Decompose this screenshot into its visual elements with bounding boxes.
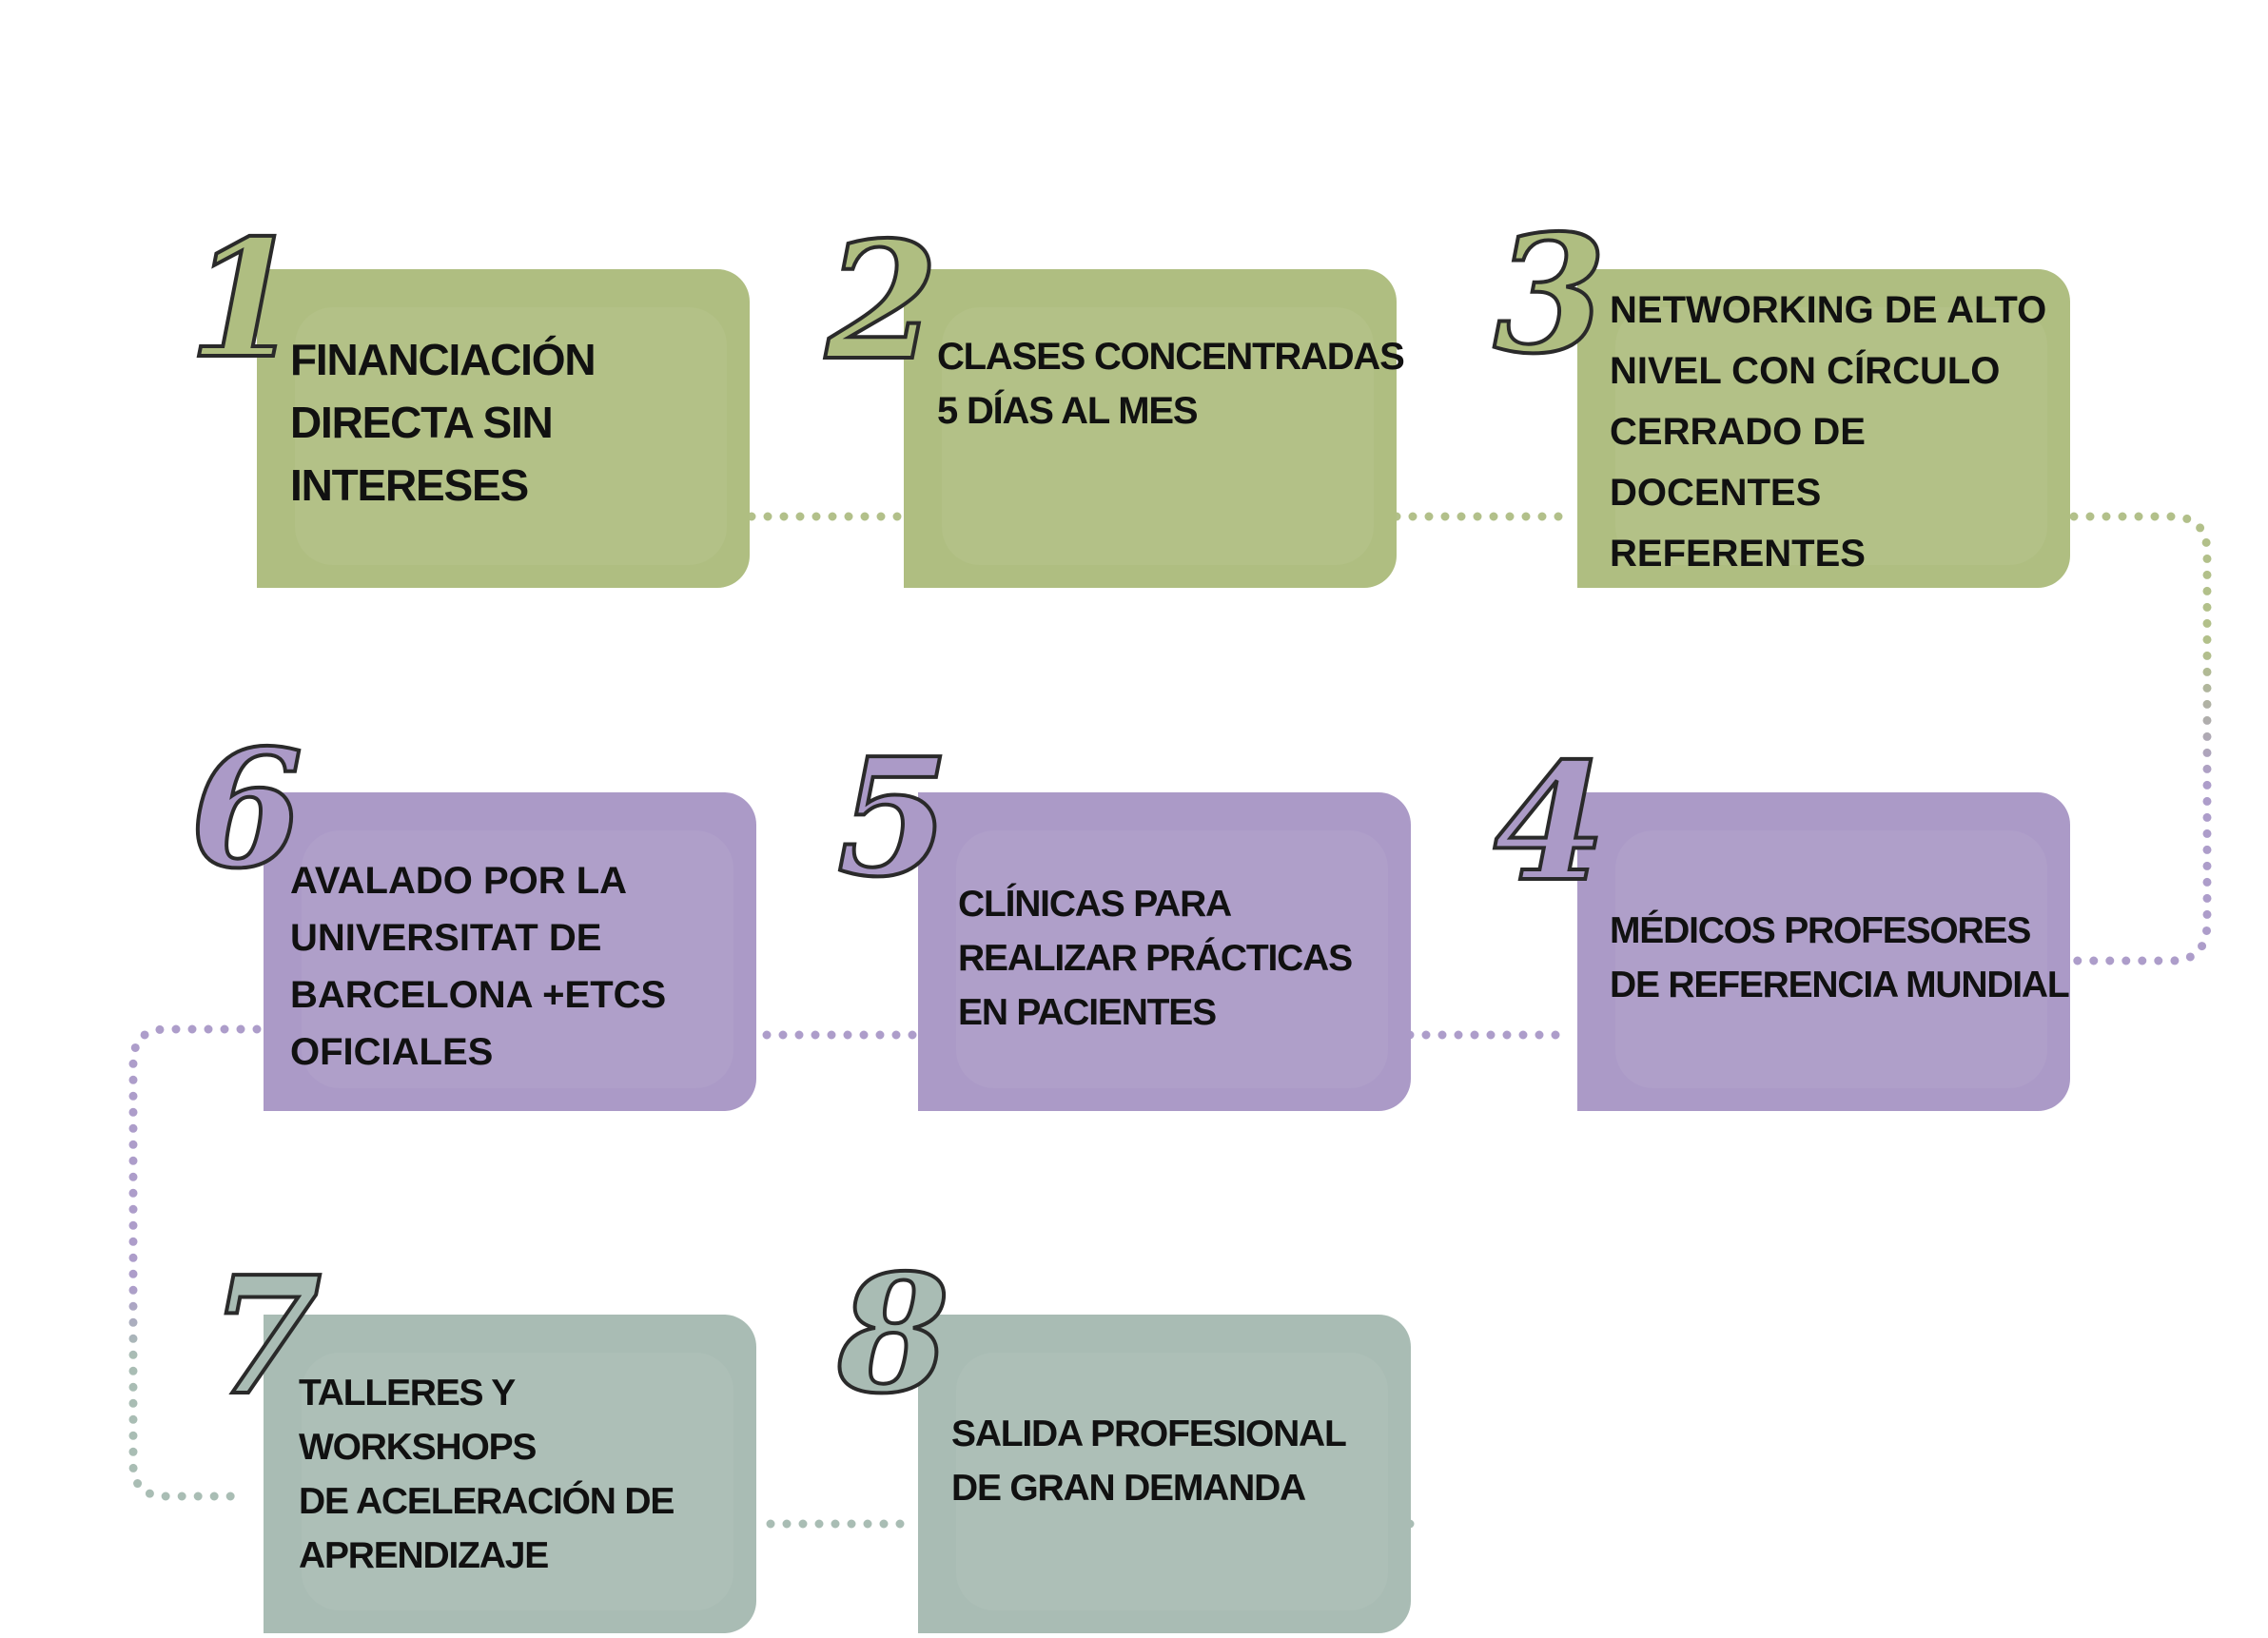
step-card-7 (264, 1315, 756, 1633)
step-1-text: FINANCIACIÓN DIRECTA SIN INTERESES (290, 335, 596, 510)
step-2-number: 2 (824, 206, 940, 397)
step-4-text: MÉDICOS PROFESORES DE REFERENCIA MUNDIAL (1610, 910, 2070, 1005)
step-2-text: CLASES CONCENTRADAS 5 DÍAS AL MES (937, 336, 1405, 432)
step-8-text: SALIDA PROFESIONAL DE GRAN DEMANDA (951, 1414, 1347, 1509)
step-6-text: AVALADO POR LA UNIVERSITAT DE BARCELONA … (290, 860, 667, 1073)
step-1-number: 1 (186, 205, 303, 395)
step-card-6 (264, 792, 756, 1111)
step-card-5 (918, 792, 1411, 1111)
step-card-1 (257, 269, 750, 588)
step-8-number: 8 (835, 1239, 951, 1430)
step-card-2 (904, 269, 1397, 588)
step-card-8 (918, 1315, 1411, 1633)
step-card-4 (1577, 792, 2070, 1111)
step-5-text: CLÍNICAS PARA REALIZAR PRÁCTICAS EN PACI… (958, 884, 1353, 1033)
step-4-number: 4 (1492, 728, 1608, 918)
connector-3-4 (2069, 512, 2212, 965)
connector-6-7 (128, 1024, 262, 1501)
step-3-number: 3 (1492, 200, 1608, 390)
step-5-number: 5 (835, 723, 951, 913)
step-7-text: TALLERES Y WORKSHOPS DE ACELERACIÓN DE A… (299, 1373, 675, 1576)
step-7-number: 7 (207, 1241, 323, 1432)
step-3-text: NETWORKING DE ALTO NIVEL CON CÍRCULO CER… (1610, 289, 2047, 575)
step-card-3 (1577, 269, 2070, 588)
step-6-number: 6 (188, 714, 304, 905)
